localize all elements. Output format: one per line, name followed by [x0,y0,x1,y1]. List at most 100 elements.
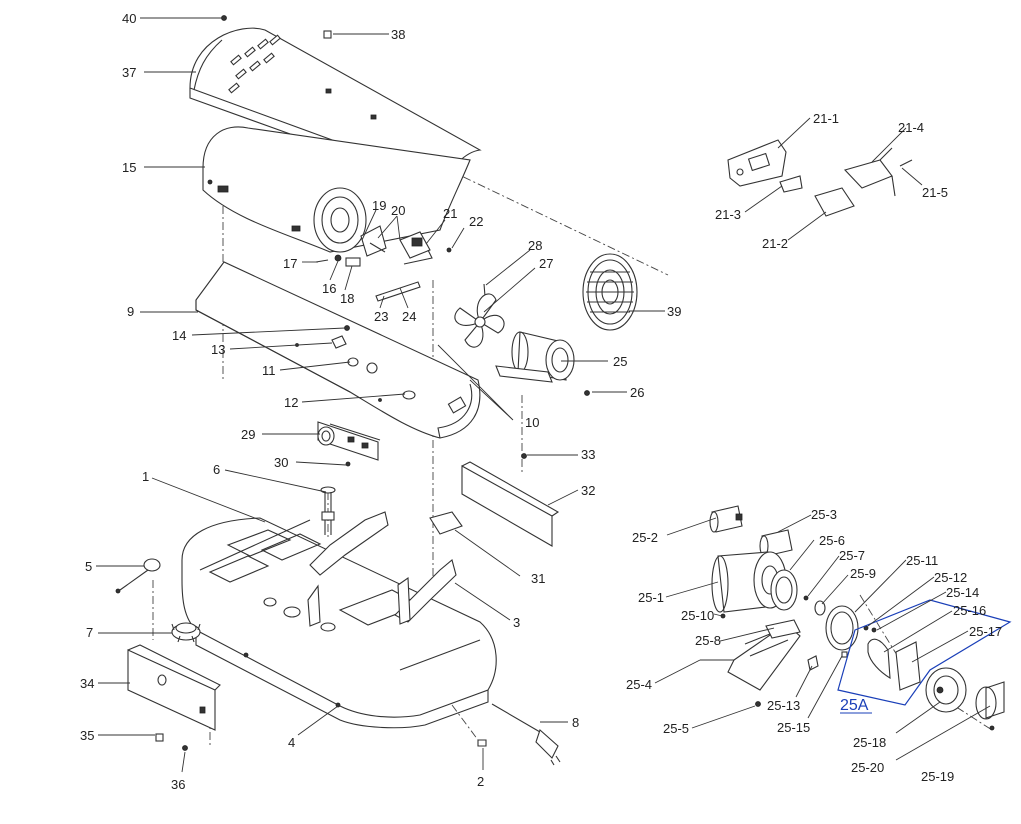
label-35: 35 [80,728,94,743]
nozzle-18 [345,257,361,267]
label-27: 27 [539,256,553,271]
label-25-17: 25-17 [969,624,1002,639]
combustion-chamber-15 [202,126,471,253]
label-25-1: 25-1 [638,590,664,605]
label-25-6: 25-6 [819,533,845,548]
screw-25-20 [989,725,995,731]
label-10: 10 [525,415,539,430]
label-5: 5 [85,559,92,574]
electrode-21-3 [779,175,803,193]
label-34: 34 [80,676,94,691]
label-6: 6 [213,462,220,477]
clip-21-4 [843,159,893,189]
igniter-subassembly-21 [727,139,913,217]
tank-accessories [115,558,561,766]
label-32: 32 [581,483,595,498]
label-21-1: 21-1 [813,111,839,126]
screw-21-5 [899,159,913,167]
label-25-20: 25-20 [851,760,884,775]
label-21-2: 21-2 [762,236,788,251]
label-39: 39 [667,304,681,319]
capacitor-25-2 [709,505,743,533]
housing-25-18 [925,667,967,713]
label-1: 1 [142,469,149,484]
part-25-13 [807,655,819,671]
ring-25-6 [770,569,798,611]
label-25-14: 25-14 [946,585,979,600]
upper-shell-37 [189,15,482,191]
bracket-13 [331,335,347,349]
label-24: 24 [402,309,416,324]
motor-25 [495,331,575,383]
screw-26 [584,390,590,396]
label-12: 12 [284,395,298,410]
label-20: 20 [391,203,405,218]
callout-25A-outline [837,599,1012,706]
part-25-15 [841,651,848,658]
bracket-front [309,511,389,576]
tube-23 [375,281,421,302]
lower-shell-9 [195,261,481,439]
capacitor-25-3 [759,529,793,557]
housing-25-11 [825,605,859,651]
label-25-13: 25-13 [767,698,800,713]
power-cord-8 [491,703,561,766]
label-8: 8 [572,715,579,730]
label-25-2: 25-2 [632,530,658,545]
label-19: 19 [372,198,386,213]
screw-33 [521,453,527,459]
label-25-18: 25-18 [853,735,886,750]
label-26: 26 [630,385,644,400]
label-30: 30 [274,455,288,470]
nut-16 [334,254,342,262]
part-12 [402,390,416,400]
clip-38 [323,30,332,39]
panel-32 [461,465,553,547]
label-14: 14 [172,328,186,343]
gasket-25-16 [867,638,891,680]
label-28: 28 [528,238,542,253]
label-25-15: 25-15 [777,720,810,735]
fan-blade-27 [454,293,505,348]
part-25-8 [765,619,801,639]
label-18: 18 [340,291,354,306]
gauge-5 [143,558,161,572]
screw-14 [344,325,350,331]
label-31: 31 [531,571,545,586]
label-25A: 25A [840,697,869,714]
label-25-3: 25-3 [811,507,837,522]
callout-25A [837,599,1012,731]
label-4: 4 [288,735,295,750]
cover-34 [127,649,216,731]
screw-40 [221,15,227,21]
assembly-dashed-lines [152,169,993,745]
fan-guard-39 [582,253,638,331]
screw-22 [446,247,452,253]
label-23: 23 [374,309,388,324]
clip-35 [155,733,164,742]
cap-7 [171,622,201,643]
bracket-3 [394,559,457,623]
label-3: 3 [513,615,520,630]
relay-31 [429,511,463,535]
drain-plug-2 [477,739,487,747]
label-9: 9 [127,304,134,319]
label-21-4: 21-4 [898,120,924,135]
label-17: 17 [283,256,297,271]
part-labels: 40 38 37 15 19 20 21 22 17 16 18 23 24 2… [80,11,1002,792]
label-7: 7 [86,625,93,640]
fuel-tank-1 [181,511,497,729]
transformer-21-2 [814,187,855,217]
label-25-10: 25-10 [681,608,714,623]
label-21: 21 [443,206,457,221]
motor-subassembly-25 [700,505,877,707]
screw-30 [345,461,351,467]
label-2: 2 [477,774,484,789]
label-25-16: 25-16 [953,603,986,618]
screw-25-14 [871,627,877,633]
label-25-4: 25-4 [626,677,652,692]
leader-lines [96,17,991,773]
label-16: 16 [322,281,336,296]
label-33: 33 [581,447,595,462]
